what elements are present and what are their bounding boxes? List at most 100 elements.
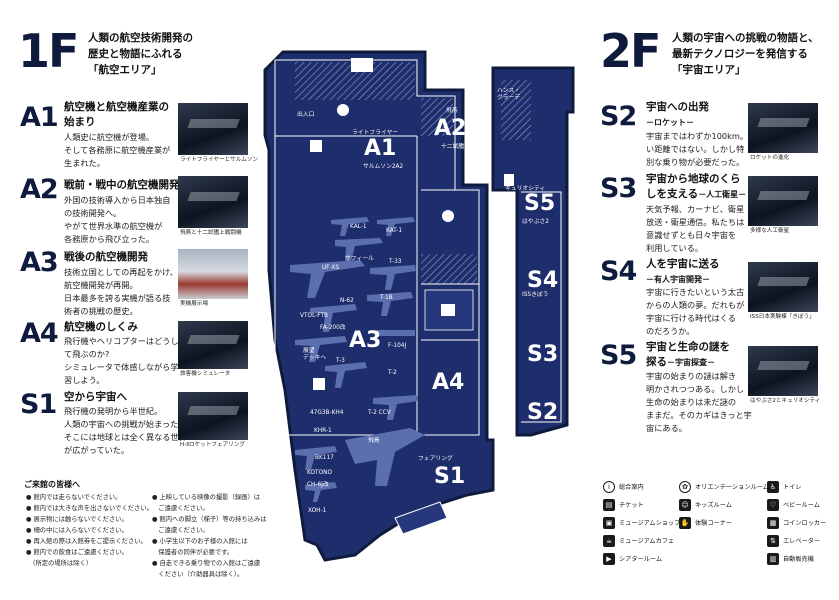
area-title-line: 戦後の航空機開発 [64,251,148,263]
museum-shop-icon: ▣ [603,517,615,529]
shop-icon [310,140,322,152]
area-code-s1: S1 [20,389,57,420]
area-desc-line: 宙にある。 [646,423,687,433]
map-label-hans: ハンス・ グラーデ [497,88,521,101]
area-title-s2: 宇宙への出発 －ロケット－ [646,100,709,130]
map-label-t33: T-33 [389,259,402,265]
legend-label: コインロッカー [783,520,827,527]
area-code-s4: S4 [600,256,637,287]
map-label-kat1: KAT-1 [386,228,403,234]
map-label-kal1: KAL-1 [350,224,367,230]
legend-label: エレベーター [783,538,821,545]
notice-line: ● 再入館の際は入館券をご提示ください。 [26,538,147,545]
area-code-a4: A4 [20,318,59,349]
orientation-room-icon: ✿ [679,481,691,493]
map-label-ch6jk: CH-6J改 [307,482,329,488]
legend-elevator: ⇅エレベーター [767,535,820,549]
area-desc-line: 生まれた。 [64,158,105,168]
aircraft-kat1 [377,217,415,236]
floor-1f-title-line: 歴史と物語にふれる [88,48,183,60]
area-subtitle: －人工衛星－ [698,190,747,199]
area-code-s2: S2 [600,101,637,132]
notice-line: ● 展示物には触らないでください。 [26,516,128,523]
area-desc-line: 人類史に航空機が登場。 [64,132,155,142]
aircraft-hishō [345,428,425,486]
toilet-icon [351,58,373,72]
toilet-icon: ♿ [767,481,779,493]
area-desc-line: 技術立国としての再起をかけ、 [64,267,178,277]
notice-line: （所定の場所は除く） [26,560,93,567]
floor-1f-title: 人類の航空技術開発の 歴史と物語にふれる 「航空エリア」 [88,30,193,78]
theater-room-icon: ▶ [603,553,615,565]
map-label-f104j: F-104J [388,343,407,349]
area-desc-a4: 飛行機やヘリコプターはどうし て飛ぶのか? シミュレータで体感しながら学 習しよ… [64,335,179,387]
area-desc-line: 宇宙の始まりの謎は解き [646,371,737,381]
area-desc-line: のだろうか。 [646,326,695,336]
map-theater [424,289,474,331]
caption-a3: 実機展示場 [180,301,208,307]
area-code-a2: A2 [20,174,59,205]
legend-ticket: ▤チケット [603,499,644,513]
legend-label: オリエンテーションルーム [695,484,769,491]
caption-s2: ロケットの進化 [750,155,790,161]
area-desc-a3: 技術立国としての再起をかけ、 航空機開発が再開。 日本最多を誇る実機が語る技 術… [64,266,178,318]
area-subtitle: －有人宇宙開発－ [646,275,710,284]
legend-label: ミュージアムショップ [619,520,681,527]
aircraft-n62 [310,304,357,332]
floor-2f-title: 人類の宇宙への挑戦の物語と、 最新テクノロジーを発信する 「宇宙エリア」 [672,30,819,78]
map-hatch-service-mid [421,254,477,284]
notice-line: 保護者の同伴が必要です。 [152,549,234,556]
elevator-icon [504,174,514,186]
area-desc-line: やがて世界水準の航空機が [64,221,163,231]
caption-s5: はやぶさ2とキュリオシティ [750,398,821,404]
map-main-building [263,50,495,562]
area-title-line: 探る [646,356,667,368]
photo-s1 [178,392,248,440]
photo-a3 [178,249,248,299]
photo-a4 [178,321,248,369]
aircraft-ch6j [305,482,337,502]
area-title-line: 宇宙への出発 [646,101,709,113]
map-label-entrance: 出入口 [297,112,315,118]
photo-a1 [178,103,248,155]
area-desc-line: い距離ではない。しかし特 [646,144,745,154]
map-2f-strip [491,66,575,437]
area-title-line: しを支える [646,188,699,200]
photo-a2 [178,176,248,228]
map-label-curiosity: キュリオシティ [505,186,546,192]
map-label-wright: ライトフライヤー [352,130,399,136]
area-desc-s1: 飛行機の発明から半世紀。 人類の宇宙への挑戦が始まった。 そこには地球とは全く異… [64,405,187,457]
legend-locker: ▦コインロッカー [767,517,826,531]
zone-a1: A1 [364,136,397,161]
area-desc-s4: 宇宙に行きたいという太古 からの人類の夢。だれもが 宇宙に行ける時代はくる のだ… [646,286,744,338]
area-desc-line: 飛行機の発明から半世紀。 [64,406,163,416]
info-icon: i [603,481,615,493]
caption-s1: H-Ⅱロケットフェアリング [180,442,245,448]
notices-title: ご来館の皆様へ [24,480,80,489]
area-desc-line: 宇宙に行ける時代はくる [646,313,736,323]
legend-label: キッズルーム [695,502,732,509]
area-desc-line: の技術開発へ。 [64,208,122,218]
area-desc-line: 放送・衛星通信。私たちは [646,217,745,227]
aircraft-ufxs [290,260,365,298]
map-label-n62: N-62 [340,298,354,304]
legend-toilet: ♿ トイレ [767,481,802,495]
legend-label: チケット [619,502,644,509]
floor-2f-number: 2F [600,24,661,78]
area-title-a2: 戦前・戦中の航空機開発 [64,178,180,193]
aircraft-t2ccv [373,395,418,420]
map-aircraft-silhouettes [290,217,425,502]
legend-label: シアタールーム [619,556,663,563]
zone-s1: S1 [434,464,466,489]
area-title-s5: 宇宙と生命の謎を 探る－宇宙探査－ [646,340,730,370]
map-label-47g3b: 47G3B-KH4 [310,410,344,416]
map-label-salmson: サルムソン2A2 [363,164,404,170]
area-desc-line: 各務原から飛び立った。 [64,234,155,244]
zone-s2: S2 [527,400,559,425]
photo-s3 [748,176,818,226]
floor-2f-title-line: 人類の宇宙への挑戦の物語と、 [672,32,819,44]
legend-label: トイレ [783,484,802,491]
map-label-t1b: T-1B [380,295,393,301]
aircraft-f104j [377,330,415,336]
map-label-fa200: FA-200改 [320,325,346,331]
